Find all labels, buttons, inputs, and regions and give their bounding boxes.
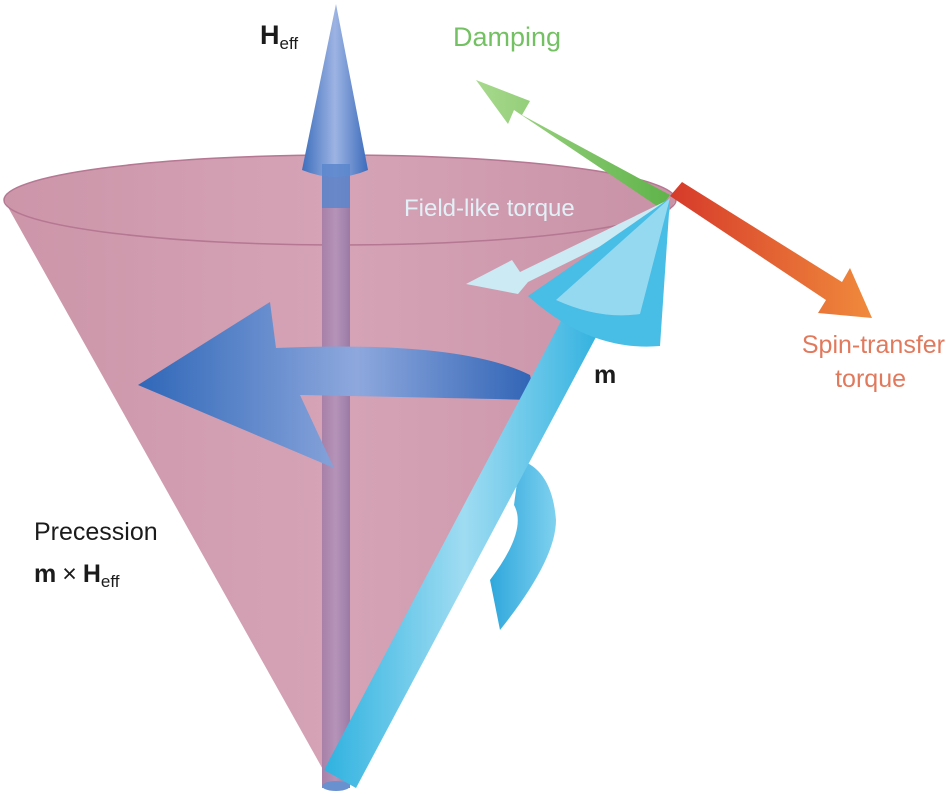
heff-arrow-head xyxy=(302,4,368,177)
precession-curved-arrow xyxy=(138,302,536,468)
heff-shaft-base xyxy=(322,781,350,791)
damping-arrow xyxy=(476,80,670,208)
heff-arrow-shaft xyxy=(322,176,350,788)
spin-transfer-label-line1: Spin-transfer xyxy=(802,331,945,359)
precession-label-line1: Precession xyxy=(34,518,158,546)
precession-sub: eff xyxy=(101,572,120,591)
field-like-torque-label: Field-like torque xyxy=(404,195,575,222)
heff-label-main: H xyxy=(260,20,280,50)
precession-m: m xyxy=(34,560,56,588)
heff-arrow-neck xyxy=(322,164,350,208)
heff-label-sub: eff xyxy=(280,34,299,53)
field-like-arrow xyxy=(466,200,670,294)
precession-arrow-tail xyxy=(490,460,556,630)
spin-transfer-label-line2: torque xyxy=(835,365,906,393)
precession-label-line2: m×Heff xyxy=(34,560,120,591)
m-arrow-shaft xyxy=(324,304,604,788)
heff-label: Heff xyxy=(260,20,298,53)
m-label: m xyxy=(594,361,616,389)
damping-label: Damping xyxy=(453,22,561,52)
precession-h: H xyxy=(83,560,101,588)
spin-transfer-arrow xyxy=(670,182,872,318)
precession-times: × xyxy=(62,560,77,588)
m-arrow-head-highlight xyxy=(556,198,670,316)
